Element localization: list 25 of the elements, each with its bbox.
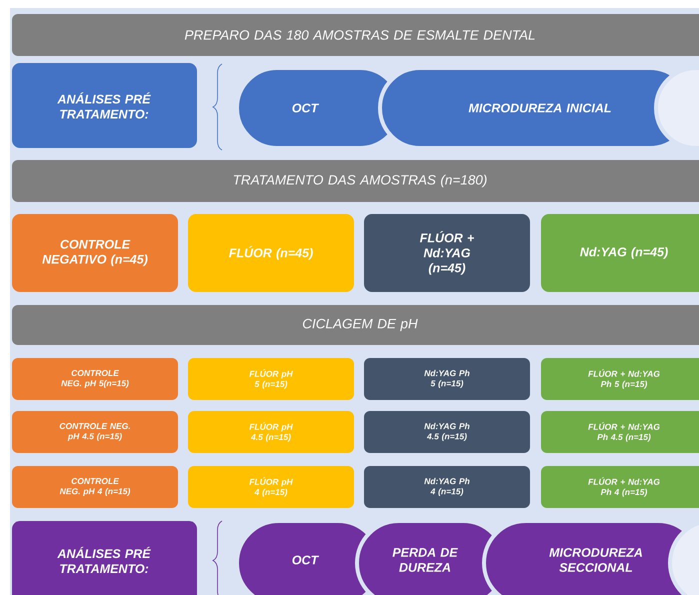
group-box: CONTROLE NEG. pH 5(n=15) — [12, 358, 178, 400]
section-banner: CICLAGEM DE pH — [12, 305, 699, 345]
group-box: CONTROLE NEG. pH 4 (n=15) — [12, 466, 178, 508]
pill-shape — [654, 66, 699, 150]
node-label: MICRODUREZA SECCIONAL — [549, 548, 642, 572]
group-box: CONTROLE NEG. pH 4.5 (n=15) — [12, 411, 178, 453]
node-label: PERDA DE DUREZA — [392, 548, 458, 572]
group-box: Nd:YAG Ph 5 (n=15) — [364, 358, 530, 400]
group-box: ANÁLISES PRÉ TRATAMENTO: — [12, 521, 197, 595]
group-box: CONTROLE NEGATIVO (n=45) — [12, 214, 178, 292]
group-box: FLÚOR + Nd:YAG Ph 4 (n=15) — [541, 466, 699, 508]
group-box: Nd:YAG (n=45) — [541, 214, 699, 292]
group-box: FLÚOR (n=45) — [188, 214, 354, 292]
section-banner: TRATAMENTO DAS AMOSTRAS (n=180) — [12, 160, 699, 202]
group-box: FLÚOR pH 4.5 (n=15) — [188, 411, 354, 453]
group-box: FLÚOR pH 5 (n=15) — [188, 358, 354, 400]
group-box: FLÚOR + Nd:YAG Ph 5 (n=15) — [541, 358, 699, 400]
group-box: ANÁLISES PRÉ TRATAMENTO: — [12, 63, 197, 148]
group-box: FLÚOR + Nd:YAG (n=45) — [364, 214, 530, 292]
section-banner: PREPARO DAS 180 AMOSTRAS DE ESMALTE DENTAL — [12, 14, 699, 56]
group-box: FLÚOR pH 4 (n=15) — [188, 466, 354, 508]
node-label: OCT — [292, 556, 320, 564]
group-box: FLÚOR + Nd:YAG Ph 4.5 (n=15) — [541, 411, 699, 453]
group-box: Nd:YAG Ph 4.5 (n=15) — [364, 411, 530, 453]
group-box: Nd:YAG Ph 4 (n=15) — [364, 466, 530, 508]
